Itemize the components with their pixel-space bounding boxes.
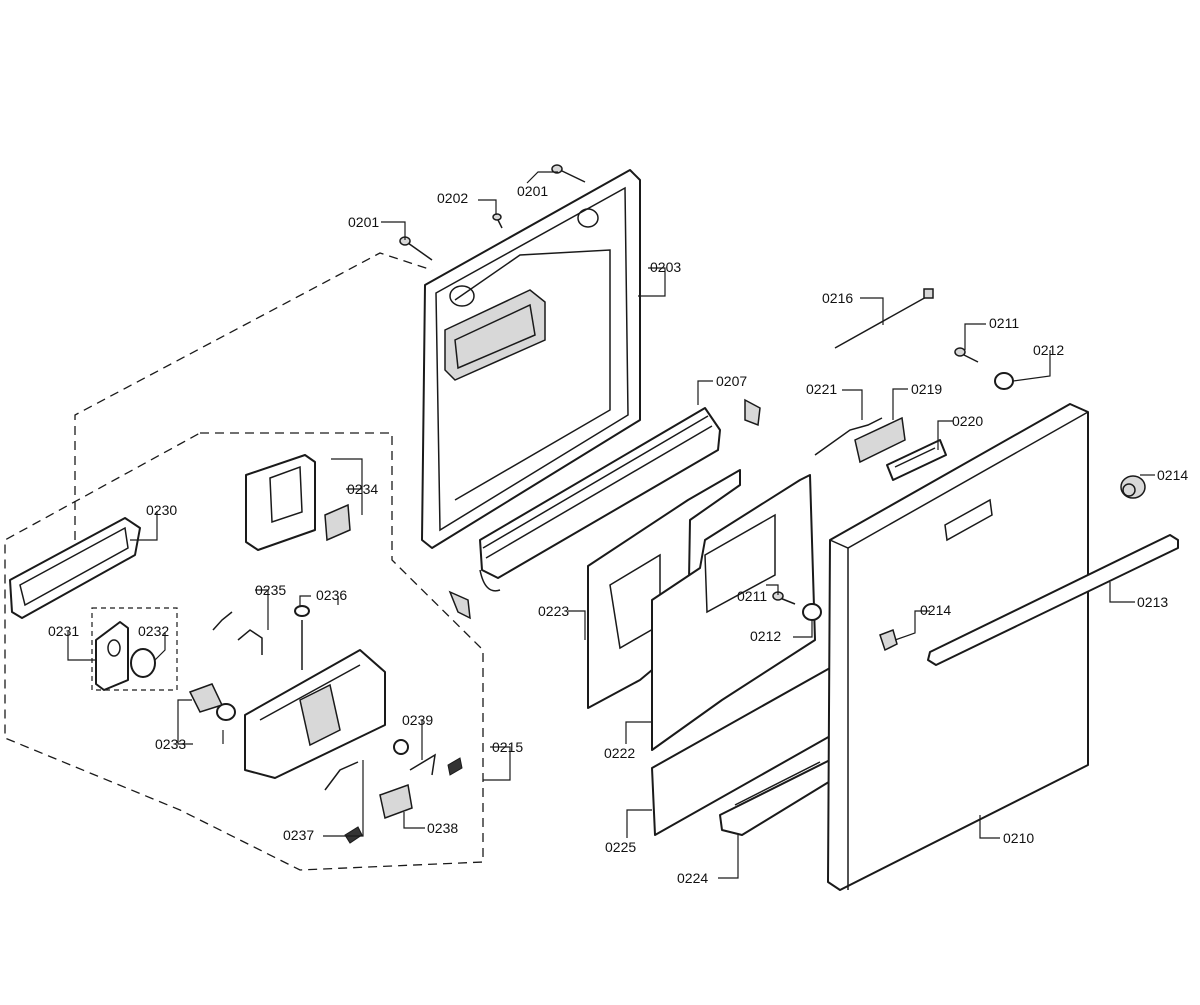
callout-0220: 0220 [952, 413, 983, 429]
callout-0238: 0238 [427, 820, 458, 836]
filter-cover-0234 [245, 454, 351, 551]
washer-0212-mid [802, 603, 822, 621]
group-outline-0230 [74, 252, 433, 540]
callout-0224: 0224 [677, 870, 708, 886]
callout-0219: 0219 [911, 381, 942, 397]
callout-0211-mid: 0211 [737, 588, 767, 604]
callout-0212-mid: 0212 [750, 628, 781, 644]
washer-0212-top [994, 372, 1014, 390]
screw-0201-right [551, 164, 586, 183]
callout-0216: 0216 [822, 290, 853, 306]
handle-0213 [927, 534, 1179, 666]
lever-and-spring-0239 [393, 739, 463, 776]
group-outline-0231-0232 [91, 607, 178, 691]
wire-harness-0221 [814, 417, 883, 456]
bottom-rail-0207 [448, 398, 761, 620]
spring-0235 [212, 611, 263, 655]
callout-0207: 0207 [716, 373, 747, 389]
callout-0236: 0236 [316, 587, 347, 603]
inner-door-panel-0203 [421, 169, 641, 549]
callout-0237: 0237 [283, 827, 314, 843]
callout-0232: 0232 [138, 623, 169, 639]
callout-0225: 0225 [605, 839, 636, 855]
screw-0201-left [399, 236, 433, 261]
seal-ring-0232 [130, 648, 156, 678]
screw-0202 [492, 213, 503, 229]
dispenser-cover-0231 [95, 621, 129, 691]
callout-0235: 0235 [255, 582, 286, 598]
callout-0233: 0233 [155, 736, 186, 752]
kick-plate-0224 [719, 759, 833, 836]
callout-0234: 0234 [347, 481, 378, 497]
callout-labels: 0201 0201 0202 0203 0207 0210 0211 0211 … [48, 183, 1188, 886]
callout-0215: 0215 [492, 739, 523, 755]
dispenser-housing-0215 [244, 649, 386, 779]
actuator-parts-0237 [324, 761, 363, 844]
callout-0203: 0203 [650, 259, 681, 275]
callout-0202: 0202 [437, 190, 468, 206]
callout-0239: 0239 [402, 712, 433, 728]
screw-0211-top [954, 347, 979, 363]
dispenser-lid-0230 [9, 517, 141, 619]
rinse-aid-cap-0233 [188, 683, 236, 721]
leader-lines [67, 171, 1155, 879]
callout-0201-left: 0201 [348, 214, 379, 230]
knob-0214-front [879, 629, 898, 652]
callout-0214-front: 0214 [920, 602, 951, 618]
callout-0210: 0210 [1003, 830, 1034, 846]
door-frame-0222 [651, 474, 816, 751]
knob-0214-right [1120, 475, 1146, 499]
display-module-0220 [886, 439, 947, 481]
callout-0212-top: 0212 [1033, 342, 1064, 358]
callout-0214-right: 0214 [1157, 467, 1188, 483]
callout-0211-top: 0211 [989, 315, 1019, 331]
callout-0231: 0231 [48, 623, 79, 639]
callout-0213: 0213 [1137, 594, 1168, 610]
switch-0219 [854, 416, 906, 464]
callout-0222: 0222 [604, 745, 635, 761]
float-pin-0236 [294, 605, 310, 670]
callout-0221: 0221 [806, 381, 837, 397]
group-outline-0215 [4, 432, 484, 871]
solenoid-0238 [379, 783, 413, 820]
cable-0216 [834, 288, 934, 349]
callout-0230: 0230 [146, 502, 177, 518]
callout-0223: 0223 [538, 603, 569, 619]
callout-0201-right: 0201 [517, 183, 548, 199]
